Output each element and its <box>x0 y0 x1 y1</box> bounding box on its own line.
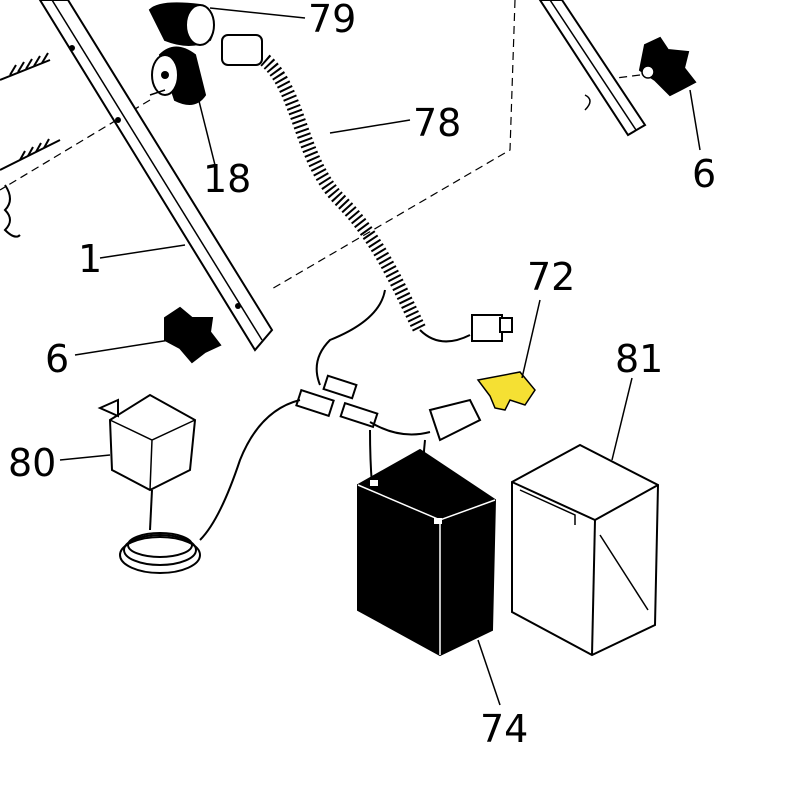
callout-18: 18 <box>203 157 251 201</box>
star-knob-right <box>638 36 697 97</box>
callout-80: 80 <box>8 441 56 485</box>
callout-6-right: 6 <box>692 152 716 196</box>
wiring-harness <box>199 289 482 541</box>
callout-6-left: 6 <box>45 337 69 381</box>
callout-78: 78 <box>413 101 461 145</box>
star-knob-left <box>164 306 222 364</box>
left-spring-parts <box>0 52 61 238</box>
callout-72: 72 <box>527 255 575 299</box>
battery-part-74 <box>357 448 497 657</box>
part-79-cylinder <box>148 2 215 46</box>
fuse-part-72[interactable] <box>476 371 536 411</box>
charger-part-80 <box>97 393 201 574</box>
box-part-81 <box>511 443 660 657</box>
part-18-knob <box>149 46 207 105</box>
callout-74: 74 <box>480 707 528 751</box>
callout-81: 81 <box>615 337 663 381</box>
leader-lines <box>59 7 701 706</box>
frame-bar-part <box>38 0 274 352</box>
right-frame-bar-part <box>538 0 647 137</box>
callout-79: 79 <box>308 0 356 41</box>
callout-labels: 79 78 18 6 1 72 81 6 80 74 <box>8 0 716 751</box>
coiled-cord-part-78 <box>221 34 513 343</box>
callout-1: 1 <box>78 237 102 281</box>
